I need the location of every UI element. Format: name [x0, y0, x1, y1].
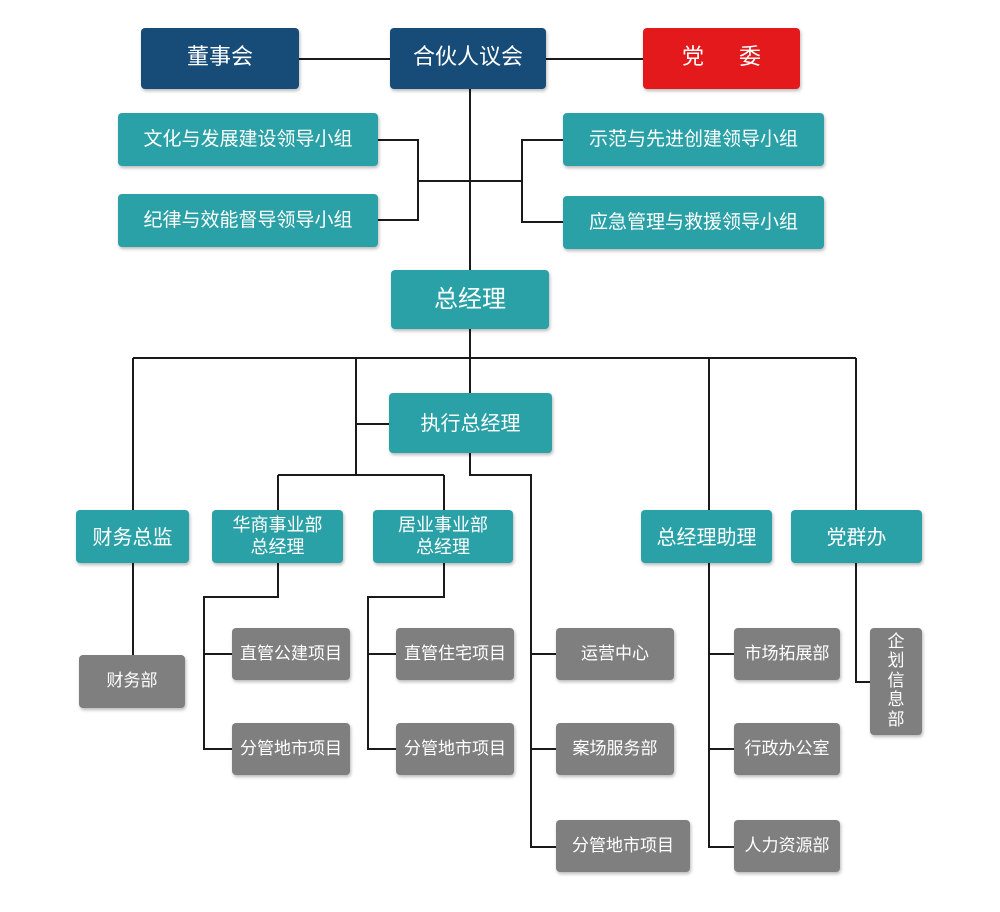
- juye-gm-box[interactable]: 居业事业部 总经理: [373, 510, 513, 563]
- juye-residential-projects-box[interactable]: 直管住宅项目: [396, 628, 514, 680]
- gm-assistant-box[interactable]: 总经理助理: [641, 510, 772, 563]
- board-box[interactable]: 董事会: [141, 28, 299, 89]
- cfo-box[interactable]: 财务总监: [76, 510, 189, 563]
- executive-gm-box[interactable]: 执行总经理: [389, 393, 552, 453]
- finance-dept-box[interactable]: 财务部: [79, 655, 185, 708]
- sales-service-dept-box[interactable]: 案场服务部: [556, 723, 674, 775]
- hr-dept-box[interactable]: 人力资源部: [734, 820, 840, 872]
- model-group-box[interactable]: 示范与先进创建领导小组: [563, 113, 824, 166]
- operations-center-box[interactable]: 运营中心: [556, 628, 674, 680]
- general-manager-box[interactable]: 总经理: [391, 270, 549, 329]
- admin-office-box[interactable]: 行政办公室: [734, 723, 840, 775]
- planning-info-dept-box[interactable]: 企 划 信 息 部: [870, 628, 922, 735]
- huashang-public-projects-box[interactable]: 直管公建项目: [232, 628, 350, 680]
- party-office-box[interactable]: 党群办: [791, 510, 922, 563]
- juye-branch-projects-box[interactable]: 分管地市项目: [396, 723, 514, 775]
- party-committee-box[interactable]: 党 委: [643, 28, 800, 89]
- market-development-dept-box[interactable]: 市场拓展部: [734, 628, 840, 680]
- huashang-gm-box[interactable]: 华商事业部 总经理: [212, 510, 343, 563]
- partners-council-box[interactable]: 合伙人议会: [390, 28, 546, 89]
- discipline-group-box[interactable]: 纪律与效能督导领导小组: [118, 194, 378, 247]
- exec-branch-projects-box[interactable]: 分管地市项目: [556, 820, 690, 872]
- culture-group-box[interactable]: 文化与发展建设领导小组: [118, 113, 378, 166]
- emergency-group-box[interactable]: 应急管理与救援领导小组: [563, 196, 824, 249]
- huashang-branch-projects-box[interactable]: 分管地市项目: [232, 723, 350, 775]
